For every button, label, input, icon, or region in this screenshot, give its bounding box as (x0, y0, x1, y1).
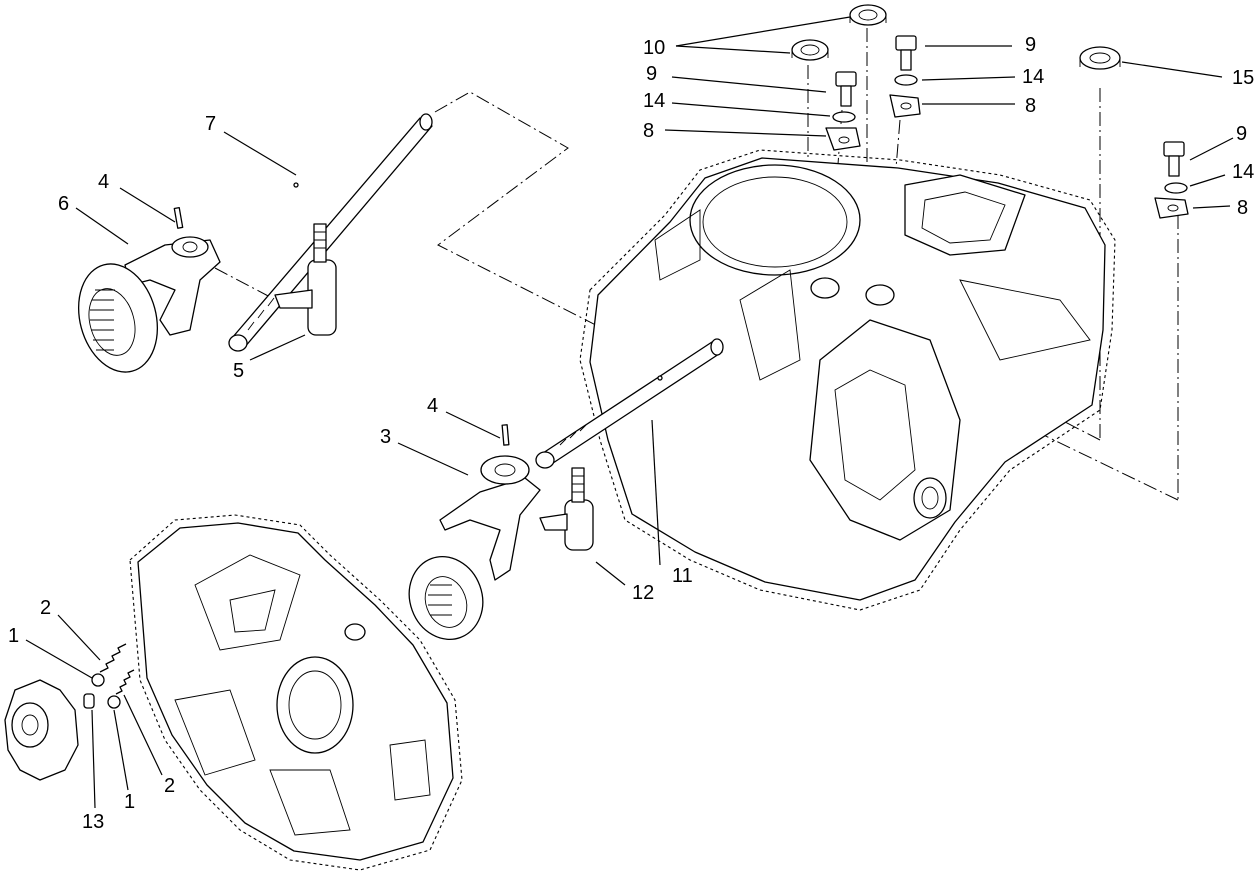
callout-6: 6 (58, 193, 69, 215)
lower-shift-fork-3 (439, 455, 541, 581)
callout-13: 13 (82, 811, 104, 833)
bolt-9-right (1163, 141, 1185, 177)
callout-1-upper: 1 (8, 625, 19, 647)
callout-leaders (25, 16, 1234, 809)
callout-15: 15 (1232, 67, 1254, 89)
callout-10: 10 (643, 37, 665, 59)
callout-2-lower: 2 (164, 775, 175, 797)
plunger-13 (83, 693, 95, 709)
detent-assembly (4, 643, 135, 781)
callout-14-left: 14 (643, 90, 665, 112)
front-cover-housing (129, 514, 463, 871)
lower-gear-sleeve (408, 556, 484, 640)
upper-shift-fork-6 (124, 236, 221, 336)
upper-shift-rod-7 (228, 113, 433, 352)
lower-shift-rod-11 (535, 338, 724, 469)
bolt-9-left (835, 71, 857, 107)
spring-2a (99, 643, 127, 673)
callout-11: 11 (672, 565, 693, 587)
ball-1a (91, 673, 105, 687)
plate-8-right (1154, 197, 1189, 219)
callout-5: 5 (233, 360, 244, 382)
callout-8-middle: 8 (1025, 95, 1036, 117)
callout-3: 3 (380, 426, 391, 448)
plate-8-left (825, 127, 861, 151)
callout-12: 12 (632, 582, 654, 604)
seal-10-lower (791, 39, 829, 61)
upper-shift-pin-4 (173, 206, 184, 229)
callout-8-left: 8 (643, 120, 654, 142)
seal-15 (1079, 46, 1121, 70)
callout-8-right: 8 (1237, 197, 1248, 219)
callout-9-middle: 9 (1025, 34, 1036, 56)
lower-shift-lever-12 (539, 467, 594, 551)
washer-14-right (1164, 182, 1188, 194)
upper-gear-sleeve (77, 263, 159, 373)
spring-2b (115, 669, 135, 695)
plate-8-middle (889, 94, 921, 118)
callout-9-left: 9 (646, 63, 657, 85)
callout-2-upper: 2 (40, 597, 51, 619)
bolt-9-middle (895, 35, 917, 71)
callout-9-right: 9 (1236, 123, 1247, 145)
callout-7: 7 (205, 113, 216, 135)
callout-labels: 10 9 14 8 9 14 8 15 9 14 8 7 4 6 5 4 3 1… (8, 34, 1254, 833)
callout-4-upper: 4 (98, 171, 109, 193)
callout-14-middle: 14 (1022, 66, 1044, 88)
lower-shift-pin-4 (501, 424, 510, 446)
callout-1-lower: 1 (124, 791, 135, 813)
seal-10-upper (849, 4, 887, 26)
washer-14-middle (894, 74, 918, 86)
transmission-housing (579, 149, 1116, 611)
ball-1b (107, 695, 121, 709)
callout-14-right: 14 (1232, 161, 1254, 183)
washer-14-left (832, 111, 856, 123)
upper-shift-lever-5 (274, 223, 337, 336)
callout-4-lower: 4 (427, 395, 438, 417)
